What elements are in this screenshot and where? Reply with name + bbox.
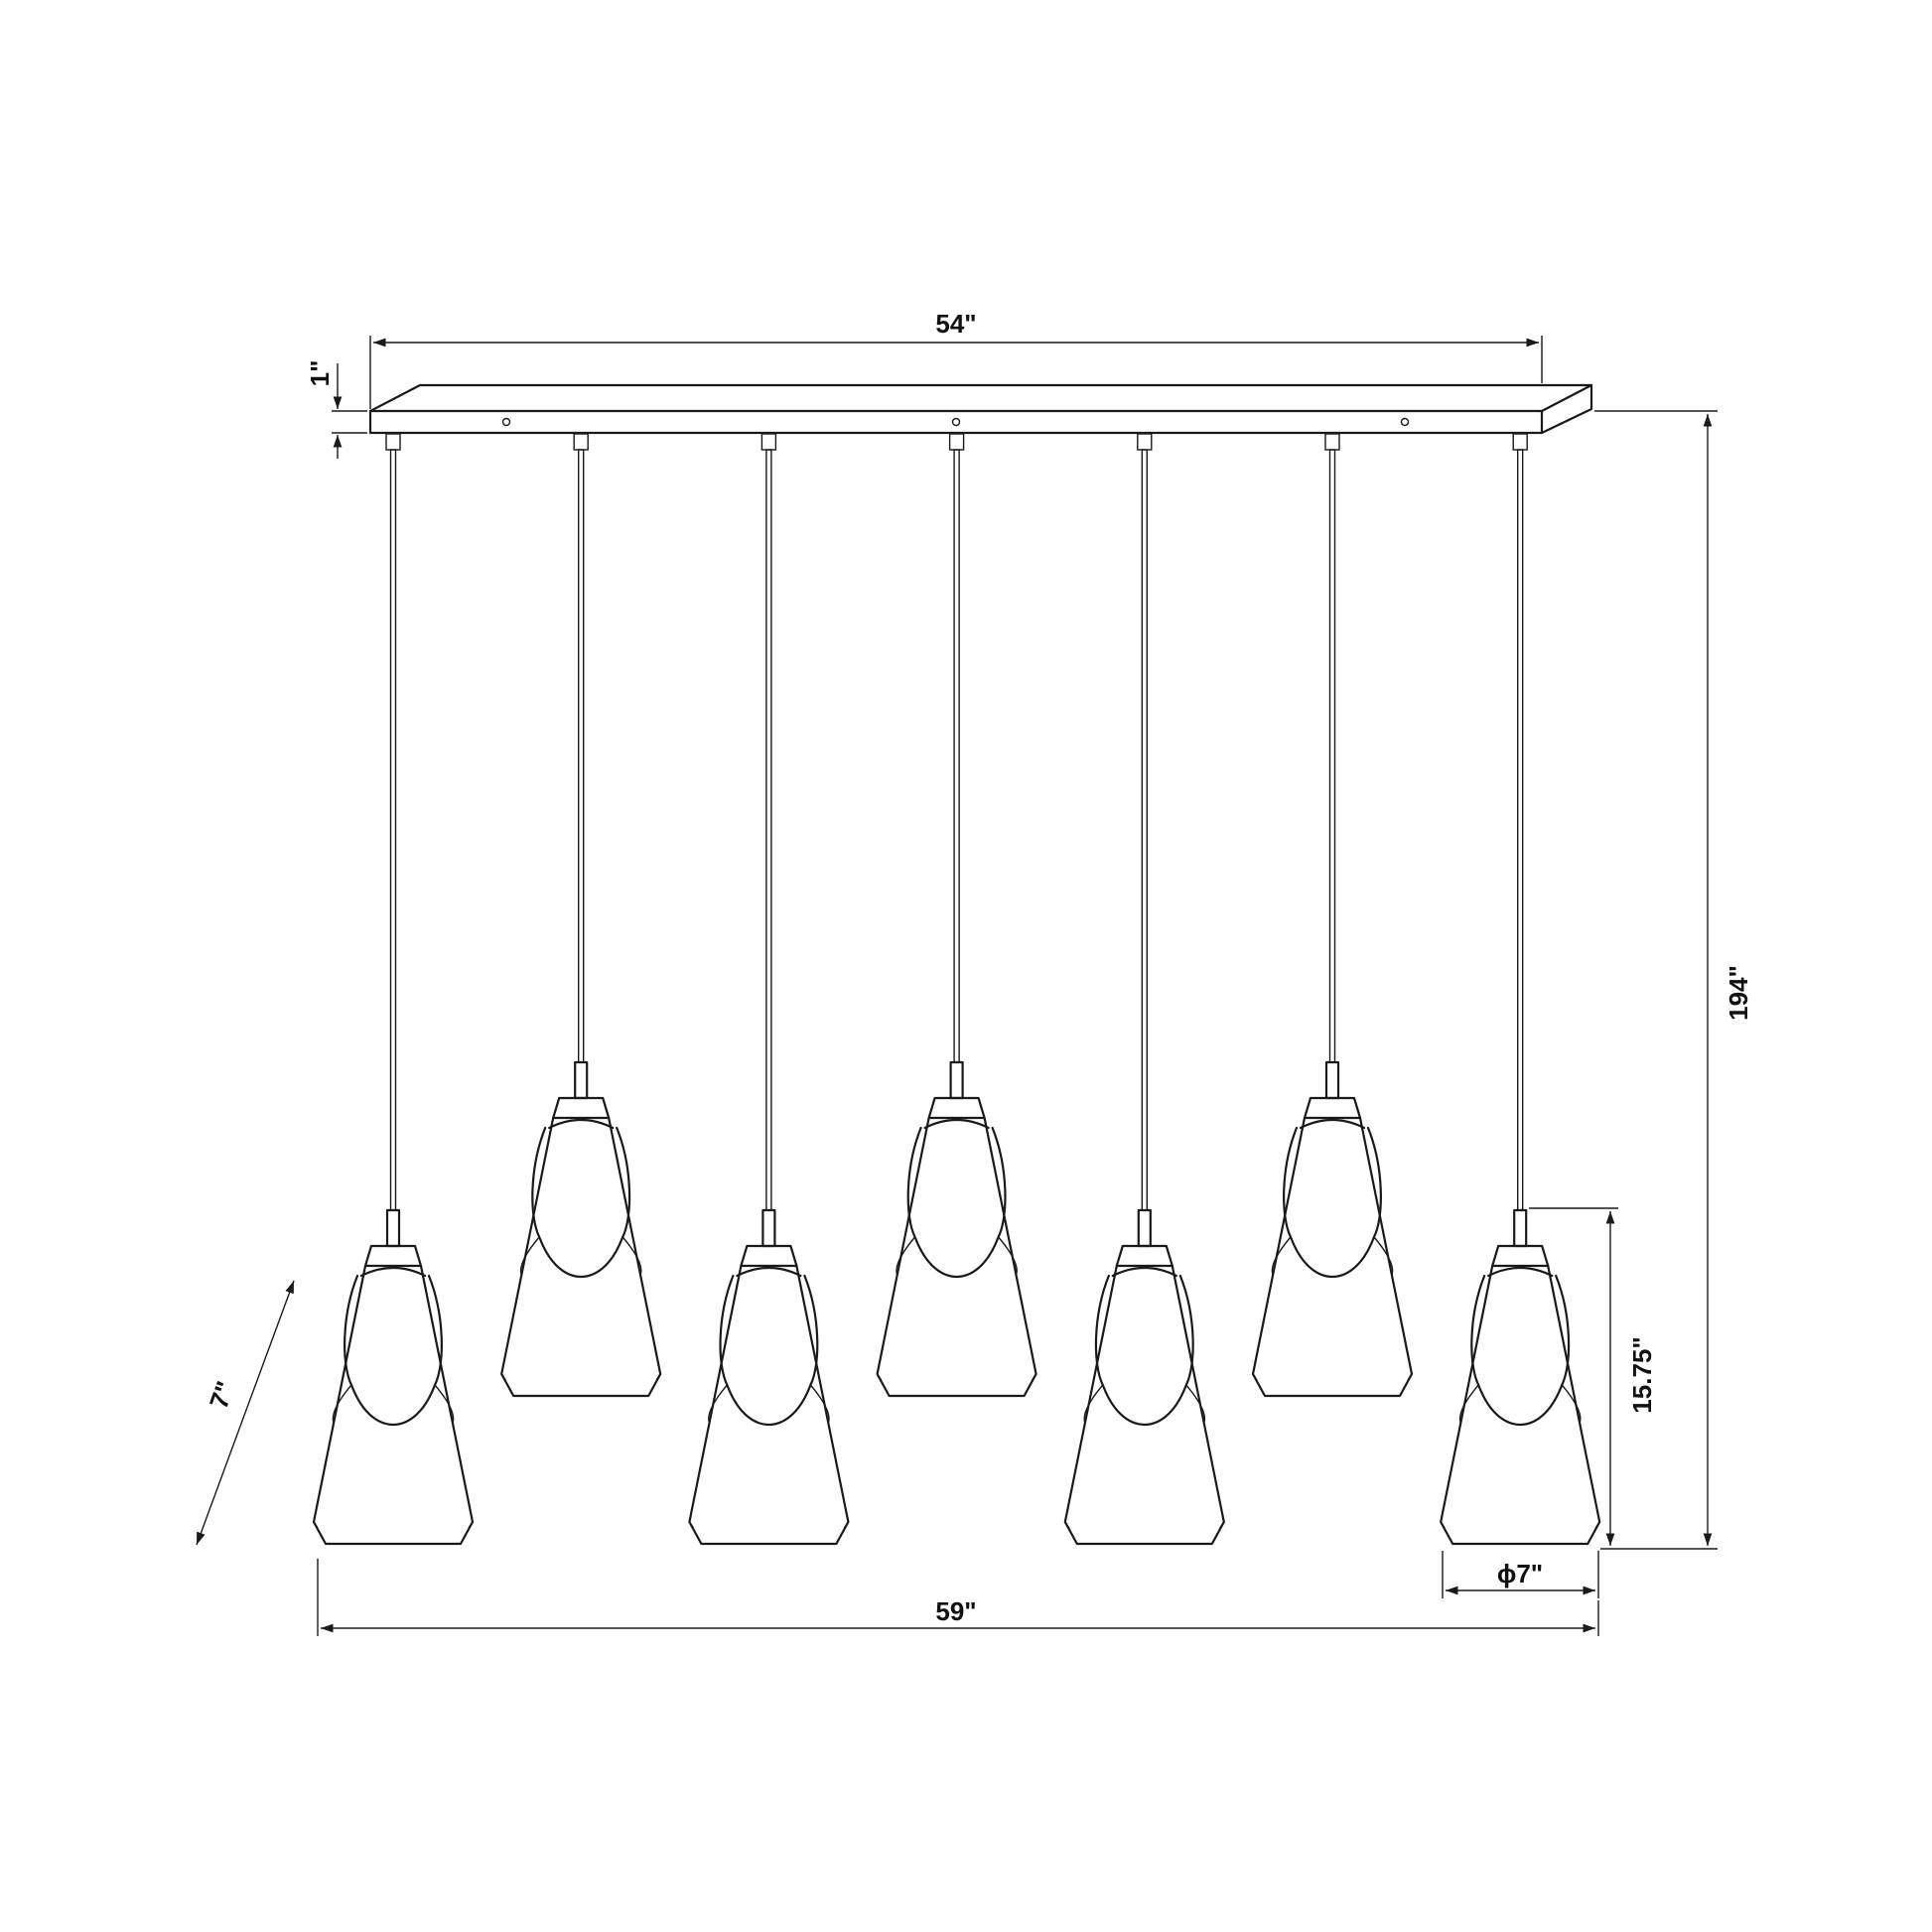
inner-glass [344, 1274, 443, 1427]
conical-shade [1440, 1264, 1601, 1546]
pendant-light [312, 433, 475, 1546]
pendant-light [1440, 433, 1601, 1546]
socket-stem [574, 1060, 589, 1100]
conical-shade [876, 1116, 1037, 1398]
pendant-light [688, 433, 850, 1546]
socket-stem [761, 1208, 776, 1248]
socket-stem [1137, 1208, 1152, 1248]
inner-glass [1283, 1126, 1382, 1279]
socket-stem [1513, 1208, 1528, 1248]
socket-stem [385, 1208, 401, 1248]
conical-shade [312, 1264, 475, 1546]
conical-shade [1251, 1116, 1414, 1398]
dimension-canopy-height: 1" [305, 360, 367, 459]
cord-bracket [573, 433, 589, 451]
dimension-label-overall-height: 194" [1724, 965, 1753, 1021]
canopy-screw [501, 417, 511, 427]
cord-bracket [1137, 433, 1153, 451]
inner-glass [1094, 1274, 1194, 1427]
pendant-light [500, 433, 662, 1398]
dimension-label-canopy-height: 1" [305, 360, 335, 387]
shade-cap [1491, 1244, 1550, 1268]
dimension-overall-height: 194" [1594, 410, 1753, 1550]
shade-cap [740, 1244, 798, 1268]
cord-bracket [760, 433, 777, 451]
canopy-screw [951, 417, 961, 427]
conical-shade [500, 1116, 662, 1398]
dimension-label-depth: 7" [204, 1377, 240, 1412]
dimension-label-shade-height: 15.75" [1627, 1336, 1657, 1413]
cord-bracket [948, 433, 965, 451]
shade-cap [927, 1096, 986, 1120]
dimension-overall-length: 59" [317, 1559, 1599, 1636]
socket-stem [1324, 1060, 1340, 1100]
dimension-depth: 7" [196, 1280, 295, 1546]
pendant-light [1251, 433, 1414, 1398]
inner-glass [1470, 1274, 1571, 1427]
conical-shade [1063, 1264, 1225, 1546]
shade-cap [1115, 1244, 1173, 1268]
cord-bracket [1512, 433, 1528, 451]
shade-cap [363, 1244, 423, 1268]
dimension-canopy-length: 54" [369, 309, 1543, 409]
inner-glass [719, 1274, 819, 1427]
canopy-screw [1400, 417, 1410, 427]
dimension-label-shade-diameter: ϕ7" [1497, 1559, 1543, 1588]
canopy [368, 383, 1593, 435]
shade-cap [552, 1096, 611, 1120]
dimension-label-overall-length: 59" [935, 1596, 976, 1626]
pendant-group [312, 433, 1601, 1546]
socket-stem [949, 1060, 964, 1100]
conical-shade [688, 1264, 850, 1546]
pendant-light [876, 433, 1037, 1398]
pendant-light [1063, 433, 1225, 1546]
cord-bracket [385, 433, 401, 451]
dimension-shade-height: 15.75" [1529, 1207, 1657, 1546]
dimension-shade-diameter: ϕ7" [1442, 1551, 1599, 1598]
inner-glass [531, 1126, 631, 1279]
dimension-label-canopy-length: 54" [935, 309, 976, 339]
inner-glass [906, 1126, 1007, 1279]
shade-cap [1303, 1096, 1362, 1120]
cord-bracket [1324, 433, 1340, 451]
